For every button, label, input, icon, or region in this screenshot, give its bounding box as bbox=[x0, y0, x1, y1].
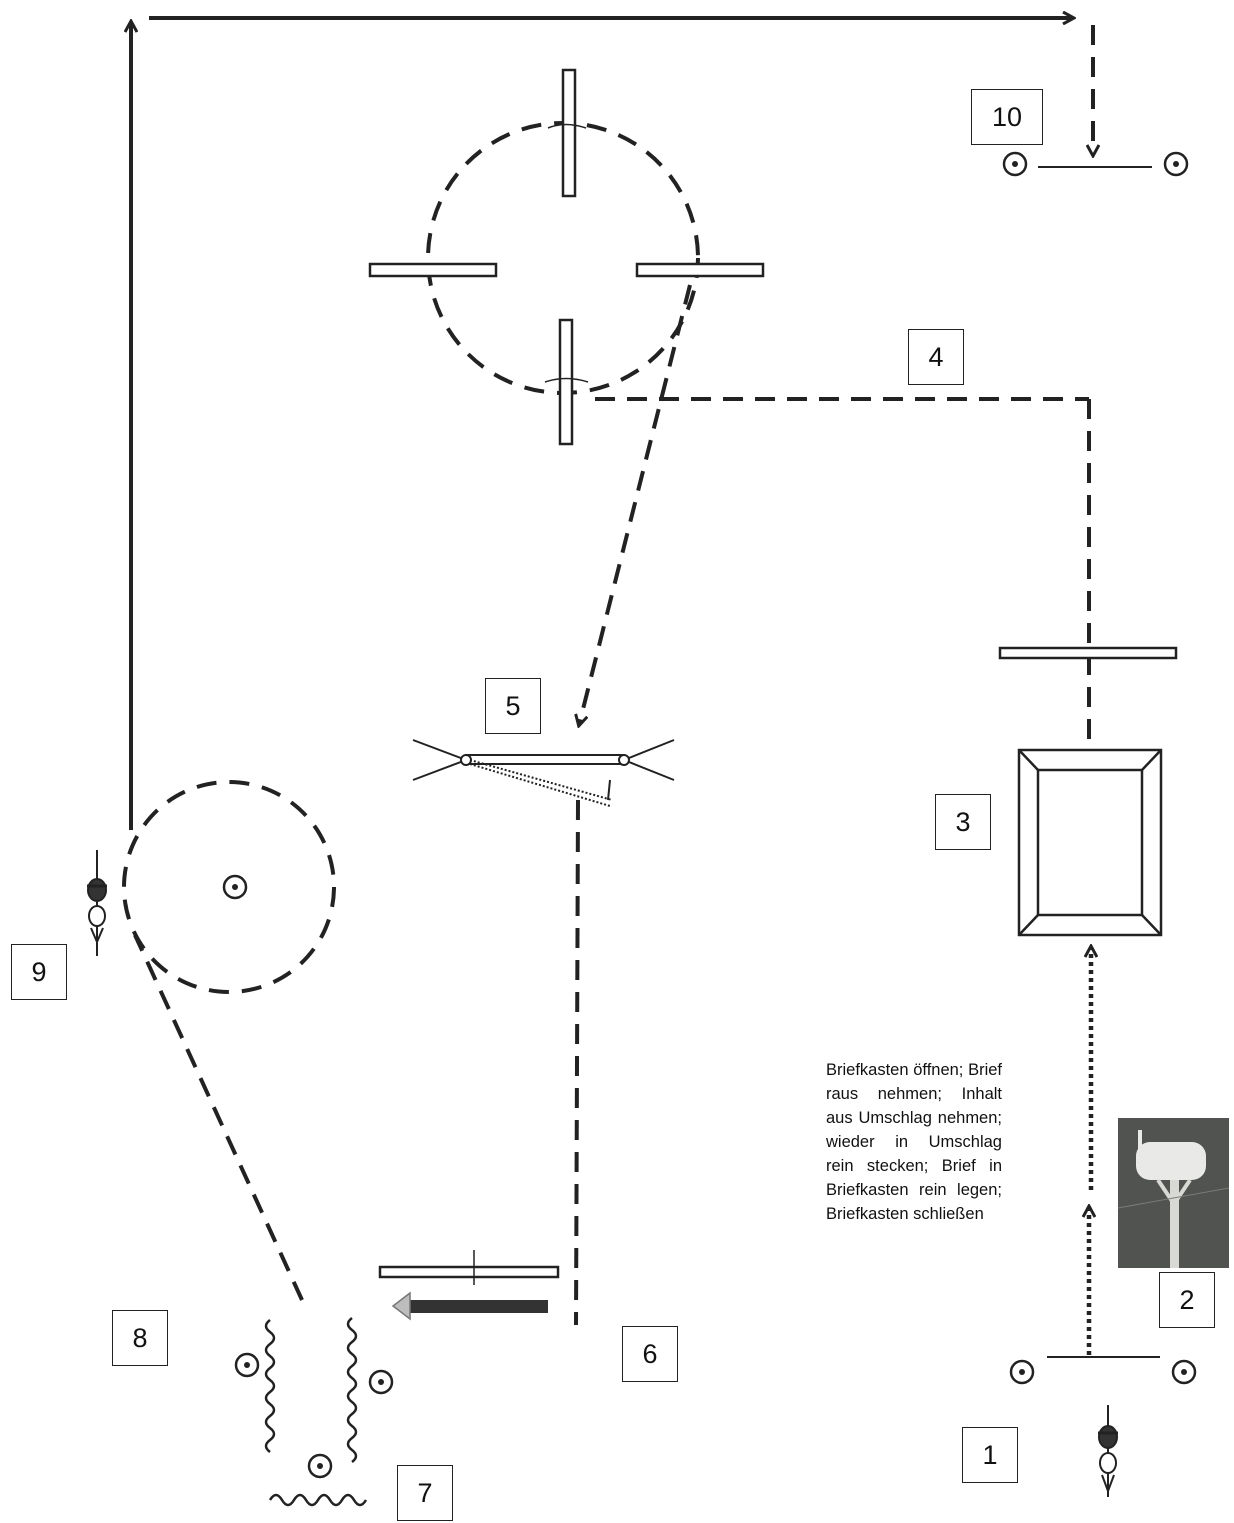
cone-7 bbox=[307, 1453, 333, 1479]
station-label-3: 3 bbox=[935, 794, 991, 850]
cone-8a bbox=[234, 1352, 260, 1378]
station-label-1: 1 bbox=[962, 1427, 1018, 1483]
route-5-to-6 bbox=[574, 799, 580, 1326]
station-label-2: 2 bbox=[1159, 1272, 1215, 1328]
route-to-5 bbox=[579, 284, 692, 725]
station-label-8: 8 bbox=[112, 1310, 168, 1366]
route-4 bbox=[595, 397, 1091, 740]
circle-9 bbox=[122, 780, 336, 994]
station-label-5: 5 bbox=[485, 678, 541, 734]
finish-line-10 bbox=[1002, 151, 1189, 177]
station-label-9: 9 bbox=[11, 944, 67, 1000]
station-label-7: 7 bbox=[397, 1465, 453, 1521]
horse-rider-icon bbox=[1098, 1405, 1118, 1497]
circle-obstacle-4 bbox=[368, 68, 765, 446]
cone-8b bbox=[368, 1369, 394, 1395]
route-8-to-9 bbox=[133, 934, 304, 1301]
start-line-1 bbox=[1009, 1356, 1197, 1385]
pole-3 bbox=[998, 646, 1178, 660]
station-label-10: 10 bbox=[971, 89, 1043, 145]
wavy-corridor bbox=[264, 1317, 368, 1507]
mailbox-photo bbox=[1118, 1118, 1229, 1268]
box-3 bbox=[1017, 748, 1163, 937]
gate-5 bbox=[412, 739, 675, 807]
obstacle-6 bbox=[378, 1250, 560, 1321]
station-label-6: 6 bbox=[622, 1326, 678, 1382]
mailbox-instructions: Briefkasten öffnen; Brief raus nehmen; I… bbox=[826, 1061, 1002, 1223]
route-start bbox=[1089, 947, 1091, 1355]
horse-rider-icon bbox=[87, 850, 107, 956]
station-label-4: 4 bbox=[908, 329, 964, 385]
route-solid bbox=[131, 18, 1073, 830]
